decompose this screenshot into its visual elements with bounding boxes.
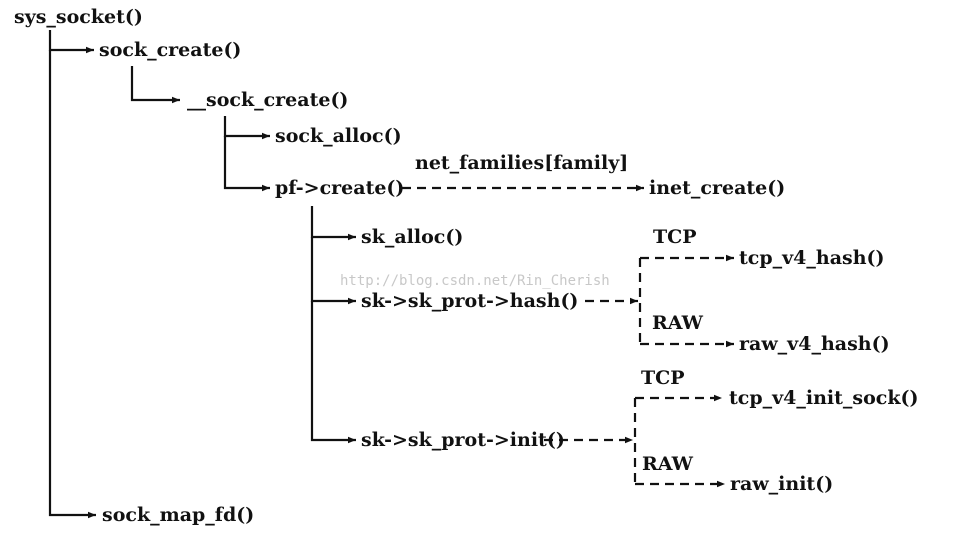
edge-sock-create-to-inner-sock-create [130,66,180,104]
edge-inner-sock-create-to-sock-alloc [223,116,270,140]
watermark: http://blog.csdn.net/Rin_Cherish [340,273,610,289]
node-sk-alloc: sk_alloc() [361,226,464,248]
edge-pf-create-to-sk-prot-hash [310,237,356,305]
node-raw-init: raw_init() [730,473,834,495]
edge-sys-socket-to-sock-create [48,30,94,54]
node-inner-sock-create: __sock_create() [187,89,349,111]
edge-inner-sock-create-to-pf-create [223,136,270,192]
label-net-families: net_families[family] [415,152,629,174]
node-tcp-v4-hash: tcp_v4_hash() [739,247,885,269]
node-raw-v4-hash: raw_v4_hash() [739,333,890,355]
node-sys-socket: sys_socket() [14,6,143,28]
label-tcp-init: TCP [641,367,685,389]
label-tcp-hash: TCP [653,226,697,248]
node-pf-create: pf->create() [275,177,405,199]
label-raw-hash: RAW [652,312,703,334]
node-sock-map-fd: sock_map_fd() [102,504,255,526]
label-raw-init: RAW [642,453,693,475]
node-sock-alloc: sock_alloc() [275,125,402,147]
node-tcp-v4-init-sock: tcp_v4_init_sock() [729,387,919,409]
node-sk-prot-init: sk->sk_prot->init() [361,429,565,451]
edge-pf-create-to-sk-prot-init [310,301,356,444]
node-sk-prot-hash: sk->sk_prot->hash() [361,290,579,312]
node-inet-create: inet_create() [649,177,786,199]
edge-pf-create-to-sk-alloc [310,206,356,241]
edge-sys-socket-to-sock-map-fd [48,50,96,519]
node-sock-create: sock_create() [99,39,242,61]
